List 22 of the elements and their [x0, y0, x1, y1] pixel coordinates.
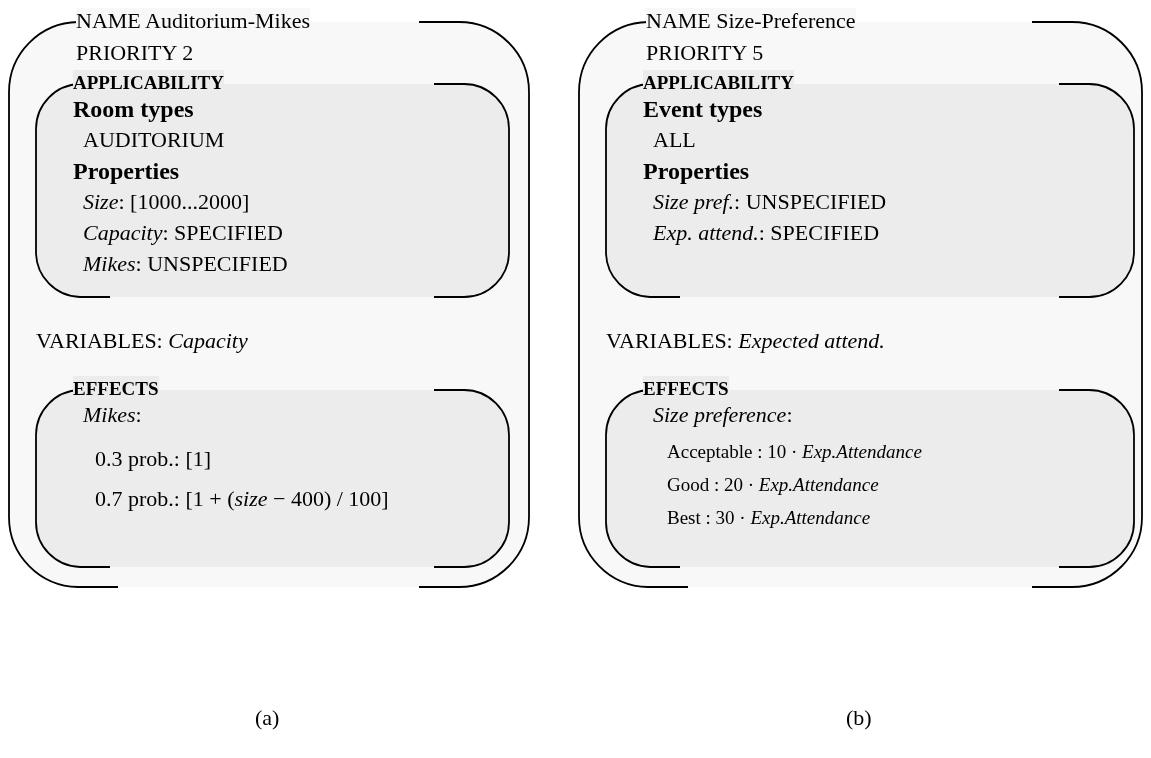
probability-text: 0.3 prob.: [1]: [95, 446, 212, 472]
property-text: Mikes: UNSPECIFIED: [83, 251, 288, 277]
property-text: Size pref.: UNSPECIFIED: [653, 189, 887, 215]
group-heading: Event types: [643, 96, 763, 122]
property-text: Capacity: SPECIFIED: [83, 220, 283, 246]
probability-text: 0.7 prob.: [1 + (size − 400) / 100]: [95, 486, 389, 512]
group-heading: Properties: [643, 158, 750, 184]
group-heading: Properties: [73, 158, 180, 184]
property-text: Exp. attend.: SPECIFIED: [653, 220, 880, 246]
variables-text: ALL: [653, 127, 696, 153]
caption-label: (b): [846, 705, 872, 731]
property-text: Mikes:: [83, 402, 142, 428]
formula-text: Acceptable : 10 · Exp.Attendance: [667, 440, 922, 464]
group-heading: Room types: [73, 96, 194, 122]
caption-label: (a): [255, 705, 280, 731]
formula-text: Best : 30 · Exp.Attendance: [667, 506, 871, 530]
formula-text: Good : 20 · Exp.Attendance: [667, 473, 879, 497]
property-text: Size preference:: [653, 402, 793, 428]
property-text: Size: [1000...2000]: [83, 189, 250, 215]
variables-text: VARIABLES: Capacity: [36, 328, 248, 354]
variables-text: VARIABLES: Expected attend.: [606, 328, 885, 354]
variables-text: AUDITORIUM: [83, 127, 225, 153]
